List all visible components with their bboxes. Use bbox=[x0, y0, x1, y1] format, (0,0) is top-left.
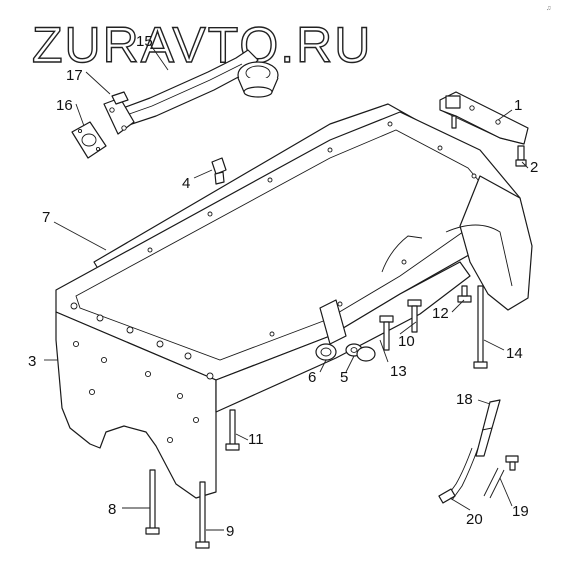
callout-3: 3 bbox=[28, 353, 36, 370]
leader-lines bbox=[44, 43, 529, 531]
callout-15: 15 bbox=[136, 33, 153, 50]
callout-6: 6 bbox=[308, 369, 316, 386]
callout-20: 20 bbox=[466, 511, 483, 528]
dipstick bbox=[475, 399, 501, 457]
callout-8: 8 bbox=[108, 501, 116, 518]
callout-17: 17 bbox=[66, 67, 83, 84]
callout-4: 4 bbox=[182, 175, 190, 192]
callout-5: 5 bbox=[340, 369, 348, 386]
callout-labels: 1 2 3 4 5 6 7 8 9 10 11 12 13 14 15 16 1… bbox=[28, 33, 538, 540]
suction-pipe bbox=[103, 49, 279, 135]
oil-pan-housing bbox=[55, 111, 533, 499]
callout-11: 11 bbox=[248, 431, 264, 448]
watermark: ZURAVTO.RU bbox=[32, 17, 372, 73]
bolt-12 bbox=[457, 285, 472, 303]
callout-1: 1 bbox=[514, 97, 522, 114]
callout-13: 13 bbox=[390, 363, 407, 380]
bolt-10 bbox=[407, 299, 422, 333]
oil-level-sensor bbox=[211, 157, 227, 185]
stud bbox=[483, 455, 519, 499]
bolt-11 bbox=[225, 409, 240, 451]
bolt-14 bbox=[473, 285, 488, 369]
bolt-8 bbox=[145, 469, 160, 535]
callout-12: 12 bbox=[432, 305, 449, 322]
callout-2: 2 bbox=[530, 159, 538, 176]
bolt-13 bbox=[379, 315, 394, 351]
callout-16: 16 bbox=[56, 97, 73, 114]
dipstick-tube bbox=[438, 447, 479, 504]
callout-19: 19 bbox=[512, 503, 529, 520]
bolt-9 bbox=[195, 481, 210, 549]
callout-10: 10 bbox=[398, 333, 415, 350]
corner-mark: ♫ bbox=[546, 5, 551, 12]
bracket bbox=[439, 91, 529, 145]
callout-7: 7 bbox=[42, 209, 50, 226]
callout-14: 14 bbox=[506, 345, 523, 362]
bracket-screw bbox=[515, 145, 527, 167]
flange-gasket bbox=[71, 121, 107, 159]
callout-18: 18 bbox=[456, 391, 473, 408]
drain-plug bbox=[356, 346, 376, 362]
callout-9: 9 bbox=[226, 523, 234, 540]
